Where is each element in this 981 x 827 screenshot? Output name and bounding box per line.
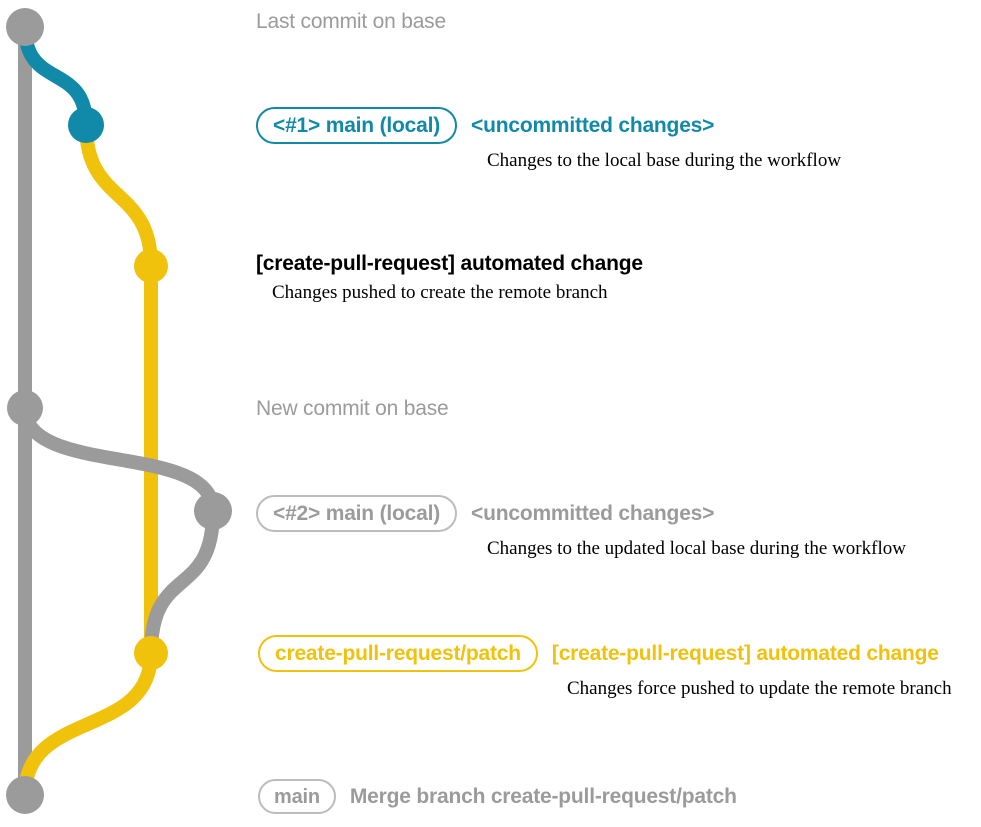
commit-subject: Last commit on base <box>256 10 446 33</box>
ref-pill-create-pull-request-patch[interactable]: create-pull-request/patch <box>258 635 538 672</box>
edge-local2-to-patch2 <box>144 504 220 660</box>
entry-header: main Merge branch create-pull-request/pa… <box>258 779 737 814</box>
entry-header: create-pull-request/patch [create-pull-r… <box>258 635 952 672</box>
entry-header: [create-pull-request] automated change <box>256 252 643 276</box>
entry-header: Last commit on base <box>256 10 446 34</box>
entry-local-2: <#2> main (local) <uncommitted changes> … <box>256 495 906 560</box>
entry-header: New commit on base <box>256 397 449 421</box>
commit-node-base-2 <box>7 390 43 426</box>
commit-node-base-1 <box>6 8 44 46</box>
commit-subject: [create-pull-request] automated change <box>256 252 643 275</box>
entry-last-commit-on-base: Last commit on base <box>256 10 446 34</box>
commit-subject: New commit on base <box>256 397 449 420</box>
commit-node-patch-2 <box>134 636 168 670</box>
entry-merge: main Merge branch create-pull-request/pa… <box>258 779 737 814</box>
ref-pill-main-local-1[interactable]: <#1> main (local) <box>256 107 458 144</box>
ref-pill-main[interactable]: main <box>258 779 336 814</box>
entry-new-commit-on-base: New commit on base <box>256 397 449 421</box>
commit-node-patch-1 <box>134 249 168 283</box>
commit-description: Changes to the updated local base during… <box>487 538 906 559</box>
commit-description: Changes force pushed to update the remot… <box>567 678 952 699</box>
commit-subject: Merge branch create-pull-request/patch <box>349 784 737 808</box>
entry-header: <#1> main (local) <uncommitted changes> <box>256 107 841 144</box>
ref-pill-main-local-2[interactable]: <#2> main (local) <box>256 495 458 532</box>
entry-automated-2: create-pull-request/patch [create-pull-r… <box>258 635 952 700</box>
edge-local1-to-patch1 <box>79 118 158 273</box>
edge-patch2-to-merge <box>18 646 158 802</box>
entry-automated-1: [create-pull-request] automated change C… <box>256 252 643 304</box>
entry-local-1: <#1> main (local) <uncommitted changes> … <box>256 107 841 172</box>
commit-subject: <uncommitted changes> <box>471 113 715 137</box>
commit-description: Changes pushed to create the remote bran… <box>272 282 608 303</box>
commit-node-local-2 <box>194 492 232 530</box>
commit-node-local-1 <box>68 107 104 143</box>
commit-subject: <uncommitted changes> <box>471 501 715 525</box>
commit-subject: [create-pull-request] automated change <box>551 641 939 665</box>
edge-base2-to-local2 <box>18 401 220 518</box>
commit-node-merge <box>6 776 44 814</box>
entry-header: <#2> main (local) <uncommitted changes> <box>256 495 906 532</box>
commit-description: Changes to the local base during the wor… <box>487 150 842 171</box>
